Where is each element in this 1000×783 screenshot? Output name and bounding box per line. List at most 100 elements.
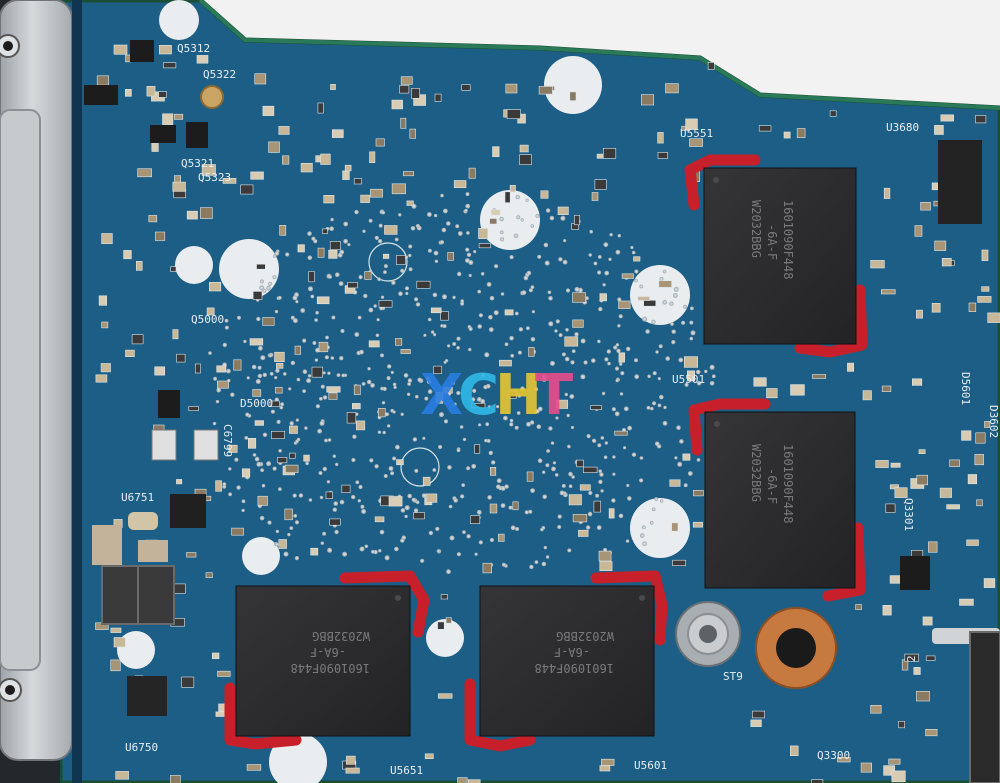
via xyxy=(642,316,648,322)
via xyxy=(359,349,364,355)
via xyxy=(370,383,375,388)
smd-component xyxy=(242,468,251,478)
smd-component xyxy=(601,758,615,766)
via xyxy=(446,221,451,226)
via xyxy=(294,292,299,298)
via xyxy=(565,288,571,293)
smd-component xyxy=(506,109,521,119)
smd-component xyxy=(344,164,352,172)
smd-component xyxy=(888,758,901,765)
via xyxy=(407,382,411,386)
via xyxy=(551,466,556,472)
smd-component xyxy=(355,420,366,431)
smd-component xyxy=(96,75,109,86)
copper-pad xyxy=(755,607,837,689)
via xyxy=(307,255,313,260)
smd-component xyxy=(400,117,407,129)
via xyxy=(485,422,490,427)
smd-component xyxy=(186,210,198,220)
via xyxy=(375,333,380,338)
via xyxy=(542,374,546,379)
via xyxy=(550,360,555,366)
chip-u5601: W2032BBG -6A-F 1601090F448 xyxy=(479,585,655,737)
smd-component xyxy=(904,653,919,662)
via xyxy=(570,360,575,365)
via xyxy=(541,377,547,382)
smd-component xyxy=(396,459,404,466)
via xyxy=(400,508,406,513)
smd-component xyxy=(492,146,500,157)
glue-u5551-br xyxy=(794,284,868,358)
via xyxy=(580,338,586,344)
via xyxy=(427,389,433,394)
smd-component xyxy=(498,533,505,542)
smd-component xyxy=(946,504,960,510)
via xyxy=(616,348,621,353)
via xyxy=(410,226,416,231)
smd-component xyxy=(981,286,990,292)
smd-component xyxy=(783,131,791,139)
smd-component xyxy=(526,471,534,482)
via xyxy=(489,537,494,543)
smd-component xyxy=(913,667,921,675)
smd-component xyxy=(602,148,617,159)
smd-component xyxy=(377,407,386,418)
smd-component xyxy=(351,403,361,410)
smd-component xyxy=(268,141,280,153)
smd-component xyxy=(920,202,931,211)
smd-component xyxy=(279,225,287,236)
smd-component xyxy=(370,188,383,198)
via xyxy=(266,285,271,291)
via xyxy=(489,295,495,301)
via xyxy=(709,364,715,370)
via xyxy=(477,324,483,329)
via xyxy=(681,320,686,325)
via xyxy=(274,397,279,402)
smd-component xyxy=(967,474,977,485)
via xyxy=(332,507,337,512)
smd-component xyxy=(240,184,254,195)
via xyxy=(599,472,604,477)
smd-component xyxy=(254,420,264,426)
capacitor-block xyxy=(92,525,122,565)
via xyxy=(529,564,534,570)
smd-component xyxy=(399,85,410,94)
smd-component xyxy=(685,118,698,130)
via xyxy=(427,212,432,217)
via xyxy=(322,371,326,375)
via xyxy=(364,544,369,549)
via xyxy=(328,275,332,279)
smd-component xyxy=(212,652,220,659)
pad-circle xyxy=(630,265,690,325)
smd-component xyxy=(633,256,641,262)
smd-component xyxy=(505,83,518,94)
via xyxy=(543,242,549,248)
via xyxy=(462,530,466,534)
via xyxy=(508,505,513,510)
via xyxy=(689,336,694,341)
via xyxy=(670,322,674,326)
via xyxy=(514,425,519,430)
via xyxy=(358,275,363,280)
smd-component xyxy=(434,93,442,102)
via xyxy=(363,293,368,299)
via xyxy=(398,291,403,297)
via xyxy=(560,215,566,221)
smd-component xyxy=(328,392,338,400)
via xyxy=(657,377,661,381)
via xyxy=(618,513,624,519)
via xyxy=(379,529,385,535)
via xyxy=(665,356,670,361)
via xyxy=(355,480,360,485)
smd-component xyxy=(433,365,443,375)
via xyxy=(676,425,681,431)
smd-component xyxy=(378,300,393,308)
smd-component xyxy=(925,728,938,737)
smd-component xyxy=(468,167,476,179)
smd-component xyxy=(360,194,370,203)
smd-component xyxy=(457,777,468,783)
via xyxy=(280,402,285,407)
via xyxy=(558,333,563,338)
capacitor-c6799b xyxy=(193,429,219,461)
label-pin2: 2 xyxy=(905,655,918,662)
